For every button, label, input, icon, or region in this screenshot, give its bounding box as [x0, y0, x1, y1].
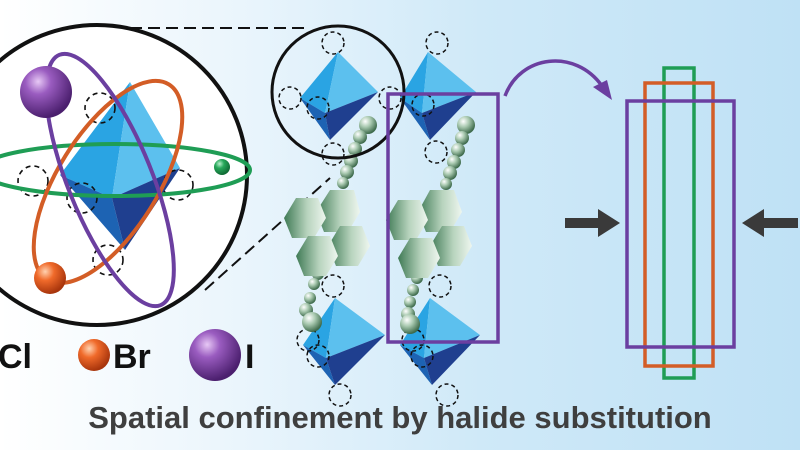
zoom-connector [130, 27, 331, 291]
octahedron-icon [303, 298, 385, 385]
frame-cl [662, 66, 696, 380]
figure-caption: Spatial confinement by halide substituti… [88, 400, 712, 435]
curved-arrow-icon [503, 59, 612, 100]
zoom-circle [0, 23, 252, 327]
legend-i-sphere-icon [189, 329, 241, 381]
halide-frames [625, 66, 736, 380]
legend-br-sphere-icon [78, 339, 110, 371]
organic-spacer-icon [386, 116, 475, 334]
orbit-cl [0, 142, 252, 198]
octahedron-icon [300, 52, 378, 140]
unit-cell-frame [386, 92, 500, 344]
frame-i [625, 99, 736, 349]
iodide-sphere-icon [20, 66, 72, 118]
frame-br [643, 81, 715, 368]
legend-label-i: I [245, 338, 255, 376]
compression-arrow-left-icon [565, 209, 620, 237]
octahedron-icon [400, 52, 476, 140]
chloride-sphere-icon [214, 159, 230, 175]
perovskite-structure [270, 24, 500, 407]
compression-arrow-right-icon [742, 209, 798, 237]
bromide-sphere-icon [34, 262, 66, 294]
organic-spacer-icon [284, 116, 377, 332]
compression-arrows [565, 209, 798, 237]
zoom-source-circle [270, 24, 406, 160]
orbit-i [44, 51, 176, 309]
legend-label-cl: Cl [0, 338, 32, 376]
octahedron-icon [60, 82, 180, 250]
legend-label-br: Br [113, 338, 151, 376]
